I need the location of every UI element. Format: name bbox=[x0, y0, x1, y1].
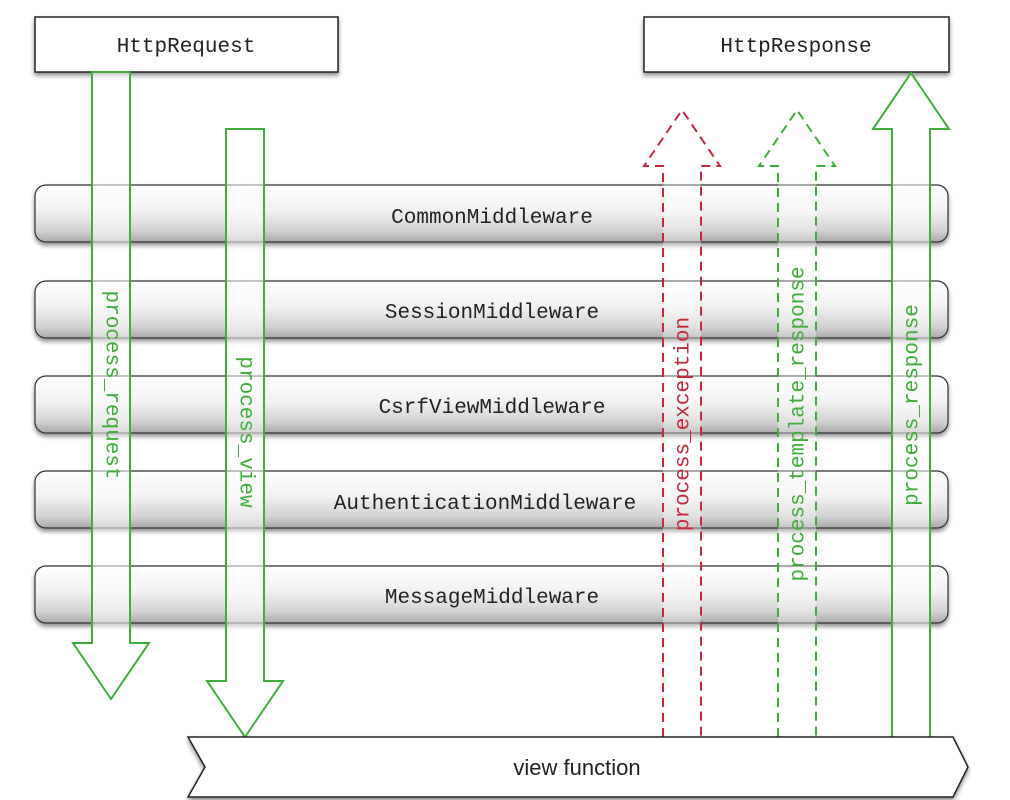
process-request-arrow: process_request bbox=[71, 71, 151, 701]
middleware-label: AuthenticationMiddleware bbox=[334, 493, 636, 516]
http-request-label: HttpRequest bbox=[117, 36, 256, 59]
process-response-label: process_response bbox=[902, 304, 925, 506]
process-exception-arrow: process_exception bbox=[642, 108, 722, 737]
process-view-arrow: process_view bbox=[205, 128, 285, 739]
middleware-label: MessageMiddleware bbox=[385, 587, 599, 610]
middleware-label: CommonMiddleware bbox=[391, 207, 593, 230]
view-function-banner: view function bbox=[186, 736, 969, 798]
process-template-response-arrow: process_template_response bbox=[757, 108, 837, 737]
middleware-label: CsrfViewMiddleware bbox=[379, 397, 606, 420]
http-response-box: HttpResponse bbox=[643, 16, 950, 73]
http-response-label: HttpResponse bbox=[720, 36, 871, 59]
view-function-label: view function bbox=[513, 755, 640, 780]
process-template-response-label: process_template_response bbox=[788, 266, 811, 581]
process-request-label: process_request bbox=[100, 290, 123, 479]
process-response-arrow: process_response bbox=[871, 71, 951, 737]
process-exception-label: process_exception bbox=[673, 317, 696, 531]
http-request-box: HttpRequest bbox=[34, 16, 339, 73]
middleware-label: SessionMiddleware bbox=[385, 302, 599, 325]
process-view-label: process_view bbox=[234, 356, 257, 508]
